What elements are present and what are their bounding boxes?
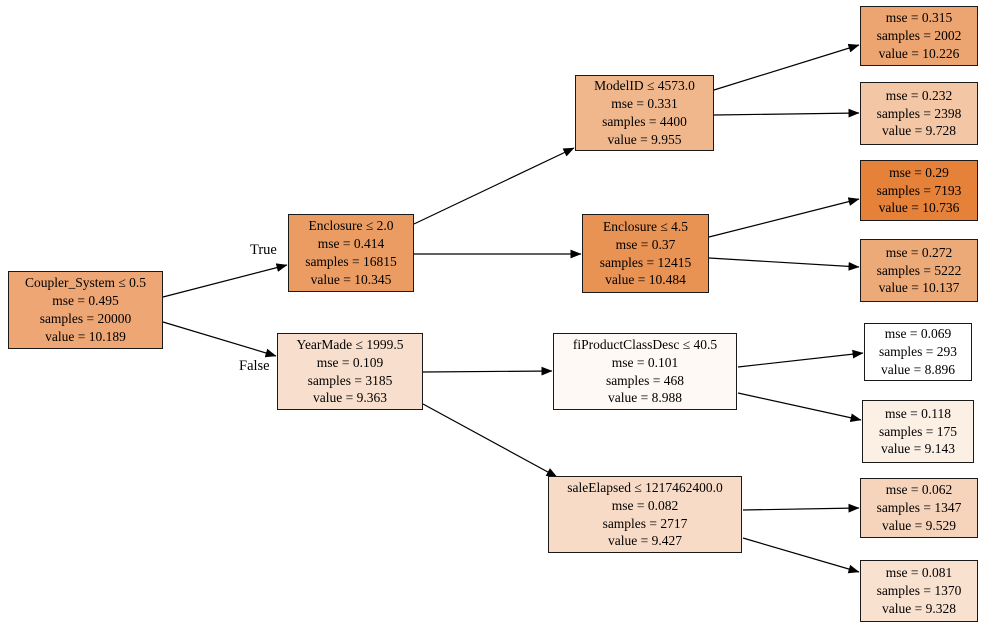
node-value: value = 9.143 bbox=[881, 441, 955, 457]
node-value: value = 10.736 bbox=[878, 200, 960, 216]
node-samples: samples = 1370 bbox=[876, 583, 962, 599]
node-value: value = 10.137 bbox=[878, 280, 960, 296]
node-mse: mse = 0.069 bbox=[884, 326, 952, 342]
node-condition: Enclosure ≤ 4.5 bbox=[602, 218, 688, 234]
node-mse: mse = 0.109 bbox=[316, 354, 384, 370]
tree-leaf-7: mse = 0.062 samples = 1347 value = 9.529 bbox=[860, 478, 978, 538]
tree-node-enclosure-2: Enclosure ≤ 2.0 mse = 0.414 samples = 16… bbox=[288, 214, 414, 292]
node-value: value = 9.328 bbox=[882, 600, 956, 616]
node-mse: mse = 0.272 bbox=[885, 244, 953, 260]
node-samples: samples = 2002 bbox=[876, 28, 962, 44]
node-mse: mse = 0.082 bbox=[611, 497, 679, 513]
node-value: value = 10.189 bbox=[45, 328, 126, 344]
tree-leaf-1: mse = 0.315 samples = 2002 value = 10.22… bbox=[860, 6, 978, 66]
node-samples: samples = 4400 bbox=[602, 114, 687, 129]
tree-leaf-3: mse = 0.29 samples = 7193 value = 10.736 bbox=[860, 160, 978, 221]
node-condition: Coupler_System ≤ 0.5 bbox=[24, 275, 147, 291]
tree-leaf-6: mse = 0.118 samples = 175 value = 9.143 bbox=[862, 400, 974, 463]
node-value: value = 10.345 bbox=[310, 271, 392, 287]
node-value: value = 10.484 bbox=[605, 272, 686, 288]
node-mse: mse = 0.29 bbox=[889, 164, 949, 180]
edge-enclosure45-right bbox=[708, 257, 860, 271]
node-samples: samples = 5222 bbox=[876, 262, 962, 278]
node-samples: samples = 20000 bbox=[39, 311, 132, 326]
node-value: value = 9.529 bbox=[882, 517, 956, 533]
node-mse: mse = 0.101 bbox=[611, 354, 679, 370]
edge-label-false: False bbox=[239, 358, 270, 374]
node-condition: ModelID ≤ 4573.0 bbox=[594, 78, 695, 94]
node-samples: samples = 12415 bbox=[599, 254, 692, 270]
tree-node-yearmade: YearMade ≤ 1999.5 mse = 0.109 samples = … bbox=[277, 333, 423, 410]
edge-modelid-right bbox=[713, 108, 860, 118]
edge-enclosure45-left bbox=[708, 197, 860, 238]
node-samples: samples = 1347 bbox=[876, 500, 962, 516]
node-mse: mse = 0.414 bbox=[317, 236, 385, 252]
node-mse: mse = 0.232 bbox=[885, 87, 953, 103]
tree-leaf-4: mse = 0.272 samples = 5222 value = 10.13… bbox=[860, 239, 978, 302]
node-value: value = 10.226 bbox=[878, 45, 960, 61]
node-mse: mse = 0.062 bbox=[885, 482, 953, 498]
node-value: value = 9.427 bbox=[608, 533, 682, 549]
edge-fiprod-right bbox=[737, 392, 862, 423]
node-condition: YearMade ≤ 1999.5 bbox=[296, 336, 404, 352]
node-samples: samples = 293 bbox=[878, 344, 958, 360]
edge-enclosure2-left bbox=[413, 147, 575, 225]
node-mse: mse = 0.495 bbox=[52, 293, 119, 309]
node-value: value = 9.955 bbox=[607, 131, 682, 147]
node-condition: fiProductClassDesc ≤ 40.5 bbox=[572, 336, 718, 352]
tree-leaf-8: mse = 0.081 samples = 1370 value = 9.328 bbox=[860, 560, 978, 622]
node-samples: samples = 468 bbox=[605, 372, 685, 388]
edge-fiprod-left bbox=[737, 349, 864, 368]
node-mse: mse = 0.315 bbox=[885, 10, 953, 26]
edge-saleelapsed-left bbox=[742, 503, 860, 513]
node-value: value = 9.363 bbox=[313, 390, 387, 406]
node-mse: mse = 0.081 bbox=[885, 565, 953, 581]
edge-yearmade-left bbox=[422, 366, 553, 376]
edge-modelid-left bbox=[713, 43, 860, 91]
node-samples: samples = 2717 bbox=[602, 515, 688, 531]
edge-root-true bbox=[162, 263, 288, 298]
node-condition: saleElapsed ≤ 1217462400.0 bbox=[567, 479, 723, 495]
node-value: value = 8.896 bbox=[881, 361, 955, 377]
node-condition: Enclosure ≤ 2.0 bbox=[308, 218, 394, 234]
node-samples: samples = 2398 bbox=[876, 105, 962, 121]
tree-node-saleelapsed: saleElapsed ≤ 1217462400.0 mse = 0.082 s… bbox=[548, 476, 742, 553]
edge-yearmade-right bbox=[422, 403, 558, 478]
node-value: value = 8.988 bbox=[608, 390, 682, 406]
node-value: value = 9.728 bbox=[882, 123, 956, 139]
node-samples: samples = 7193 bbox=[876, 182, 962, 198]
tree-leaf-5: mse = 0.069 samples = 293 value = 8.896 bbox=[864, 323, 972, 381]
node-mse: mse = 0.331 bbox=[611, 96, 678, 112]
tree-node-modelid: ModelID ≤ 4573.0 mse = 0.331 samples = 4… bbox=[575, 75, 714, 151]
node-mse: mse = 0.37 bbox=[615, 236, 676, 252]
tree-node-enclosure-45: Enclosure ≤ 4.5 mse = 0.37 samples = 124… bbox=[582, 214, 709, 293]
node-mse: mse = 0.118 bbox=[885, 405, 951, 421]
node-samples: samples = 3185 bbox=[307, 372, 393, 388]
tree-leaf-2: mse = 0.232 samples = 2398 value = 9.728 bbox=[860, 82, 978, 145]
tree-node-root: Coupler_System ≤ 0.5 mse = 0.495 samples… bbox=[8, 271, 163, 349]
edge-saleelapsed-right bbox=[742, 537, 860, 574]
node-samples: samples = 16815 bbox=[305, 254, 397, 269]
tree-node-fiproductclassdesc: fiProductClassDesc ≤ 40.5 mse = 0.101 sa… bbox=[553, 333, 737, 410]
edge-label-true: True bbox=[250, 242, 277, 258]
edge-root-false bbox=[162, 321, 277, 358]
node-samples: samples = 175 bbox=[878, 423, 958, 439]
